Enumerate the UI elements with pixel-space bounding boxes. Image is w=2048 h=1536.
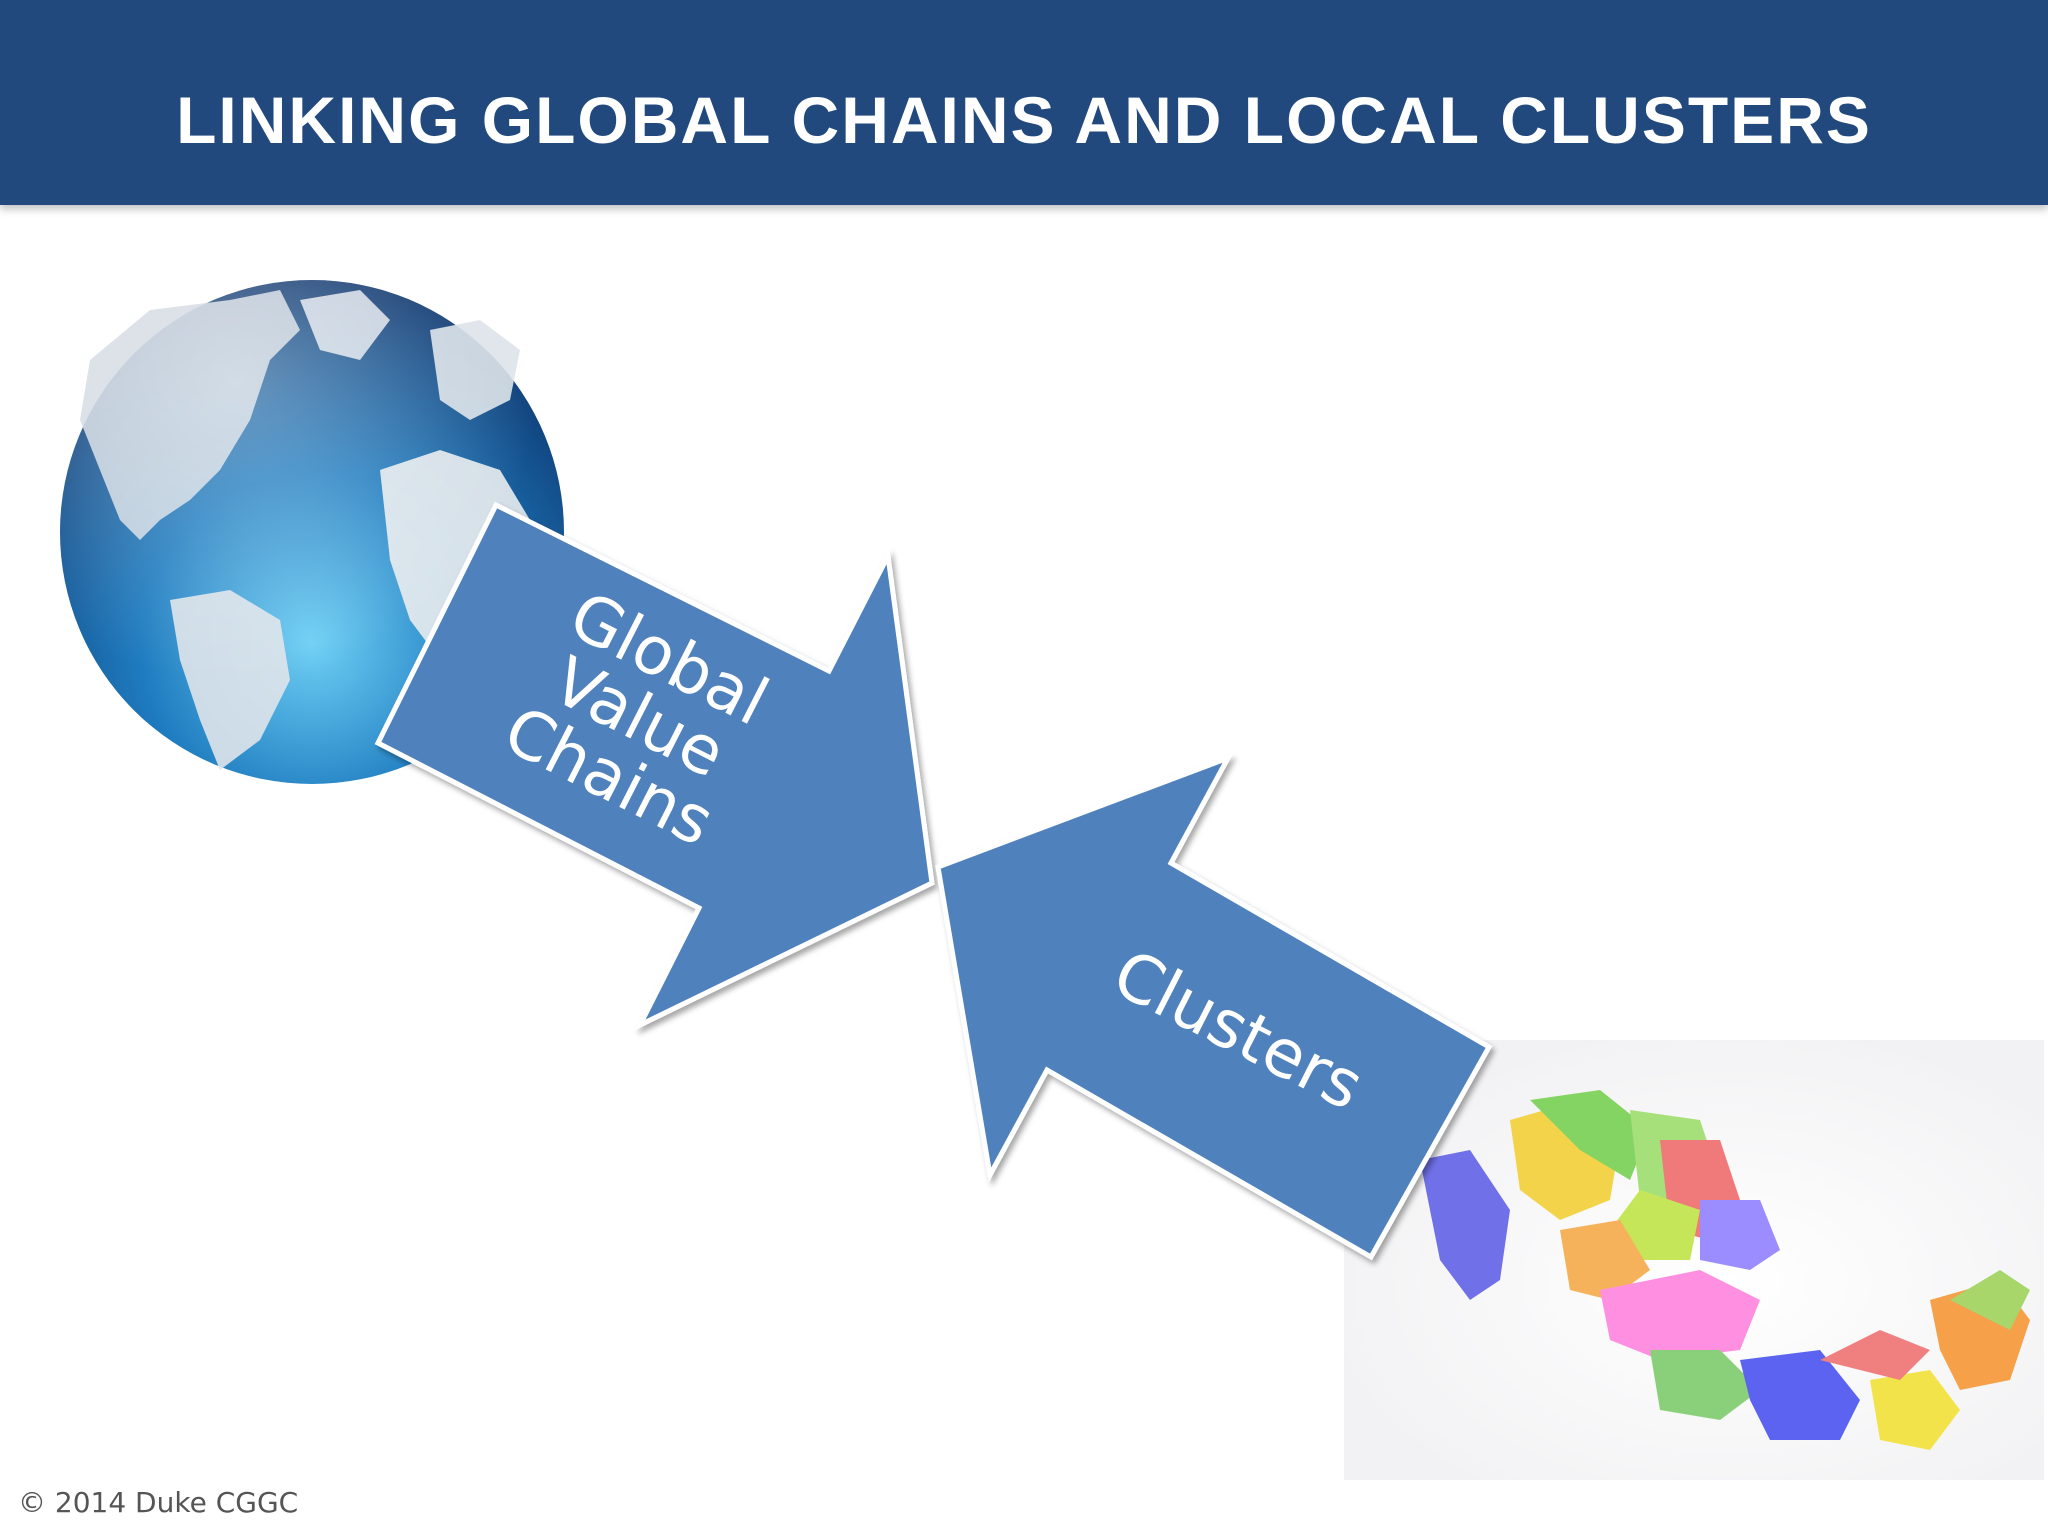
global-value-chains-arrow: [374, 501, 935, 1031]
copyright-footer: © 2014 Duke CGGC: [18, 1486, 299, 1519]
mexico-map-icon: [1344, 1040, 2044, 1480]
slide-title: LINKING GLOBAL CHAINS AND LOCAL CLUSTERS: [176, 83, 1872, 157]
title-bar: LINKING GLOBAL CHAINS AND LOCAL CLUSTERS: [0, 0, 2048, 205]
clusters-arrow: [935, 753, 1493, 1261]
